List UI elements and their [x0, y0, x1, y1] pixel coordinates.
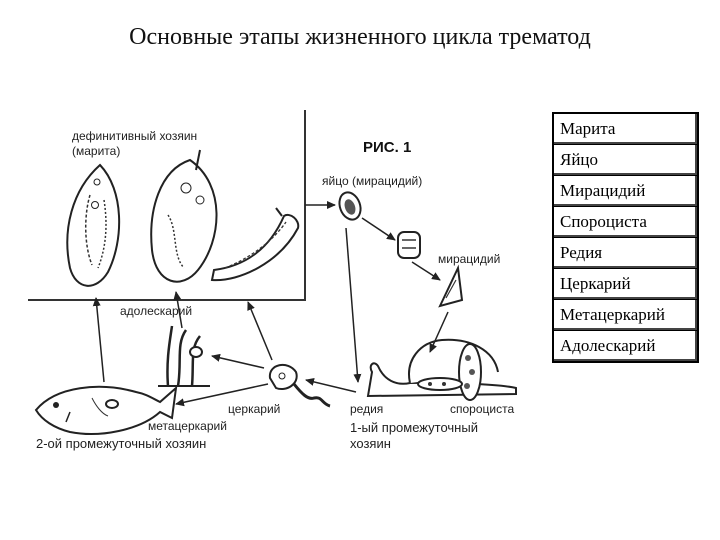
definitive-host-frame [28, 110, 306, 301]
sporocyst-illustration [458, 343, 482, 401]
figure-label: РИС. 1 [363, 139, 411, 156]
arrow-hatching-to-miracidium [411, 261, 441, 281]
cercaria-illustration [268, 363, 331, 408]
label-adolescaria: адолескарий [120, 304, 192, 318]
legend-row: Редия [552, 237, 699, 269]
legend-stage-label: Мирацидий [552, 175, 699, 207]
legend-row: Марита [552, 112, 699, 145]
legend-row: Метацеркарий [552, 299, 699, 331]
legend-row: Адолескарий [552, 330, 699, 363]
legend-row: Церкарий [552, 268, 699, 300]
arrow-plants-to-marita [173, 291, 183, 329]
marita-illustration [66, 163, 121, 287]
arrow-fish-to-marita [92, 297, 105, 383]
legend-stage-label: Яйцо [552, 144, 699, 176]
legend-row: Мирацидий [552, 175, 699, 207]
arrow-cercaria-to-marita [247, 301, 273, 361]
legend-stage-label: Редия [552, 237, 699, 269]
legend-stage-label: Церкарий [552, 268, 699, 300]
marita-mature-illustration [150, 149, 218, 283]
fish-second-host-illustration [34, 385, 178, 435]
marita-curved-illustration [210, 207, 300, 282]
legend-stage-label: Марита [552, 112, 699, 145]
label-cercaria: церкарий [228, 402, 280, 416]
label-egg: яйцо (мирацидий) [322, 174, 422, 188]
redia-illustration [417, 377, 463, 391]
legend-stage-label: Спороциста [552, 206, 699, 238]
legend-stage-label: Адолескарий [552, 330, 699, 363]
label-first-host-2: хозяин [350, 436, 391, 451]
label-metacercaria: метацеркарий [148, 419, 227, 433]
arrow-cercaria-to-fish [175, 383, 269, 407]
arrow-miracidium-to-snail [429, 311, 449, 353]
egg-illustration [338, 191, 362, 221]
arrow-egg-to-snail [345, 227, 362, 383]
hatching-egg-illustration [397, 231, 421, 259]
legend-row: Спороциста [552, 206, 699, 238]
legend-row: Яйцо [552, 144, 699, 176]
slide-title: Основные этапы жизненного цикла трематод [129, 24, 591, 50]
miracidium-illustration [438, 264, 464, 308]
adolescaria-plants-illustration [158, 325, 210, 387]
arrow-snail-to-cercaria [305, 377, 357, 393]
arrow-egg-to-hatching [361, 217, 396, 241]
label-sporocyst: спороциста [450, 402, 514, 416]
legend-stage-label: Метацеркарий [552, 299, 699, 331]
label-marita: (марита) [72, 144, 120, 158]
label-definitive-host: дефинитивный хозяин [72, 129, 197, 143]
label-miracidium: мирацидий [438, 252, 500, 266]
cycle-arrows [92, 201, 449, 407]
label-redia: редия [350, 402, 383, 416]
arrow-cercaria-to-plants [211, 353, 265, 369]
label-first-host: 1-ый промежуточный [350, 420, 478, 435]
label-second-host: 2-ой промежуточный хозяин [36, 436, 206, 451]
